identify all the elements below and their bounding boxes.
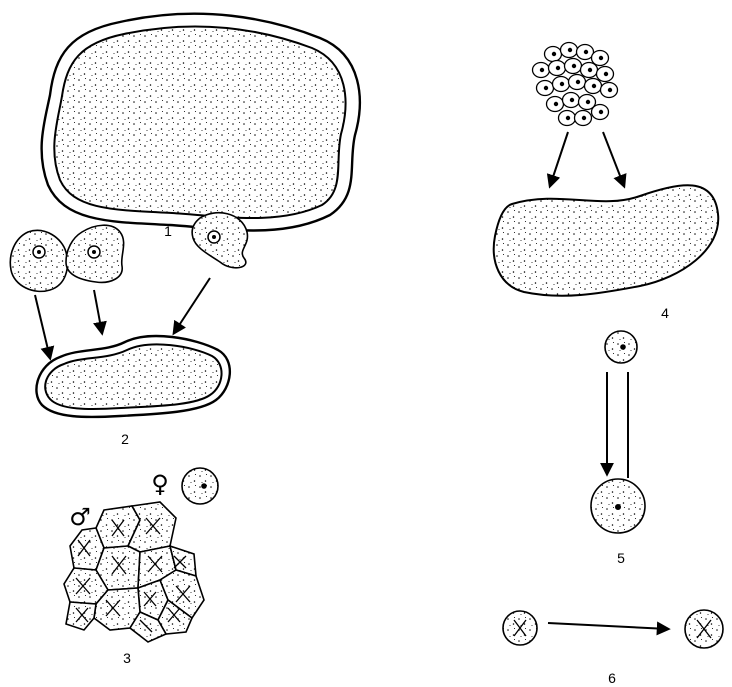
small-cell-nucleus	[592, 84, 596, 88]
small-cell-nucleus	[599, 56, 603, 60]
small-cell-nucleus	[554, 102, 558, 106]
small-cell-nucleus	[556, 66, 560, 70]
panel-4-organ	[494, 185, 719, 296]
panel-4-cell-cluster	[533, 43, 618, 126]
small-cell-nucleus	[608, 88, 612, 92]
panel-1-large-organ	[42, 14, 360, 231]
small-cell-nucleus	[570, 98, 574, 102]
female-symbol: ♀	[151, 470, 169, 498]
male-symbol: ♂	[69, 503, 91, 531]
label-1: 1	[164, 223, 172, 239]
amoeboid-cell-left	[10, 230, 67, 291]
arrow-cell-left-to-organ	[35, 295, 50, 358]
small-cell-nucleus	[560, 82, 564, 86]
female-cell	[182, 468, 218, 504]
small-cell-nucleus	[584, 50, 588, 54]
panel-6-cell-left	[503, 611, 537, 645]
small-cell-nucleus	[572, 64, 576, 68]
label-2: 2	[121, 431, 129, 447]
label-4: 4	[661, 305, 669, 321]
small-cell-nucleus	[552, 52, 556, 56]
small-cell-nucleus	[599, 110, 603, 114]
small-cell-nucleus	[544, 86, 548, 90]
arrow-cell-middle-to-organ	[94, 290, 102, 333]
small-cell-nucleus	[576, 80, 580, 84]
small-cell-nucleus	[586, 100, 590, 104]
panel-5-large-cell	[591, 479, 645, 533]
label-3: 3	[123, 650, 131, 666]
small-cell-nucleus	[540, 68, 544, 72]
arrow-panel-6	[548, 623, 668, 629]
panel-2-small-organ	[36, 336, 229, 417]
arrow-cluster-right	[603, 132, 624, 186]
small-cell-nucleus	[604, 72, 608, 76]
small-cell-nucleus	[582, 116, 586, 120]
amoeboid-cell-middle	[66, 225, 124, 282]
panel-5-small-cell	[605, 331, 637, 363]
arrow-cluster-left	[550, 132, 568, 186]
amoeboid-cell-right	[192, 213, 247, 268]
small-cell-nucleus	[566, 116, 570, 120]
panel-6-cell-right	[685, 610, 723, 648]
arrow-cell-right-to-organ	[174, 278, 210, 333]
small-cell-nucleus	[588, 68, 592, 72]
label-5: 5	[617, 550, 625, 566]
small-cell-nucleus	[568, 48, 572, 52]
label-6: 6	[608, 670, 616, 686]
